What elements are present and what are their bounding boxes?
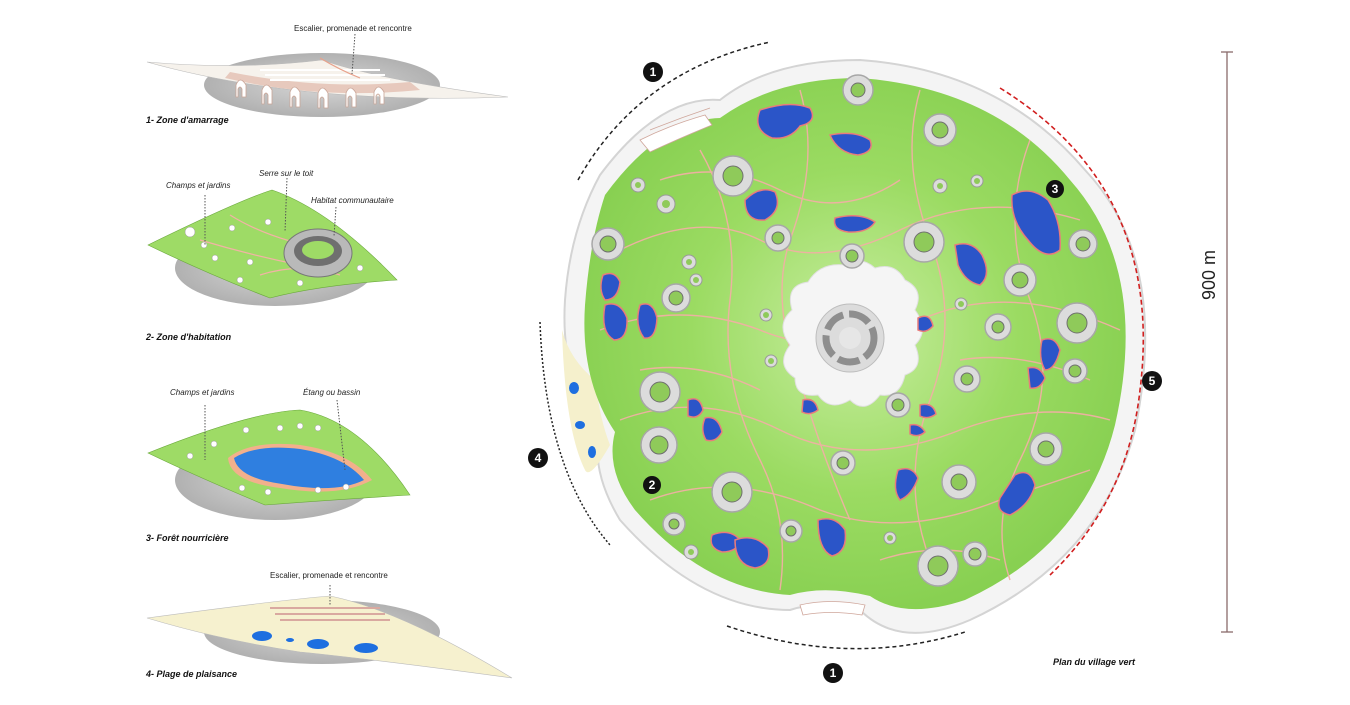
zone-4-label: Escalier, promenade et rencontre	[270, 571, 388, 580]
zone-3-caption: 3- Forêt nourricière	[146, 533, 229, 543]
arc-zone-1-top	[577, 41, 771, 181]
marker-3: 3	[1046, 180, 1064, 198]
marker-4: 4	[528, 448, 548, 468]
zone-1-illustration	[146, 33, 509, 117]
zone-2-label-greenhouse: Serre sur le toit	[259, 169, 314, 178]
marker-5: 5	[1142, 371, 1162, 391]
zone-4-illustration	[146, 585, 513, 679]
marker-1-bottom: 1	[823, 663, 843, 683]
zone-2-illustration	[147, 177, 398, 306]
scale-bar	[1221, 51, 1233, 633]
plan-beach	[562, 330, 610, 473]
zone-2-caption: 2- Zone d'habitation	[146, 332, 232, 342]
arc-zone-4	[539, 321, 611, 546]
zone-2-label-fields: Champs et jardins	[166, 181, 231, 190]
village-plan	[539, 41, 1147, 650]
zone-3-illustration	[147, 399, 411, 520]
arc-zone-1-bottom	[726, 625, 966, 650]
zone-4-caption: 4- Plage de plaisance	[146, 669, 238, 679]
zone-3-label-fields: Champs et jardins	[170, 388, 235, 397]
zone-3-label-pond: Étang ou bassin	[303, 388, 361, 397]
zone-2-label-habitat: Habitat communautaire	[311, 196, 394, 205]
docking-top	[639, 107, 713, 153]
arc-zone-5	[999, 87, 1145, 576]
marker-1-top: 1	[643, 62, 663, 82]
scale-label: 900 m	[1199, 249, 1219, 300]
zone-1-label: Escalier, promenade et rencontre	[294, 24, 412, 33]
marker-2: 2	[643, 476, 661, 494]
plan-title: Plan du village vert	[1053, 657, 1136, 667]
habitat-rings	[591, 74, 1098, 587]
docking-bottom	[799, 601, 866, 616]
zone-1-caption: 1- Zone d'amarrage	[146, 115, 229, 125]
